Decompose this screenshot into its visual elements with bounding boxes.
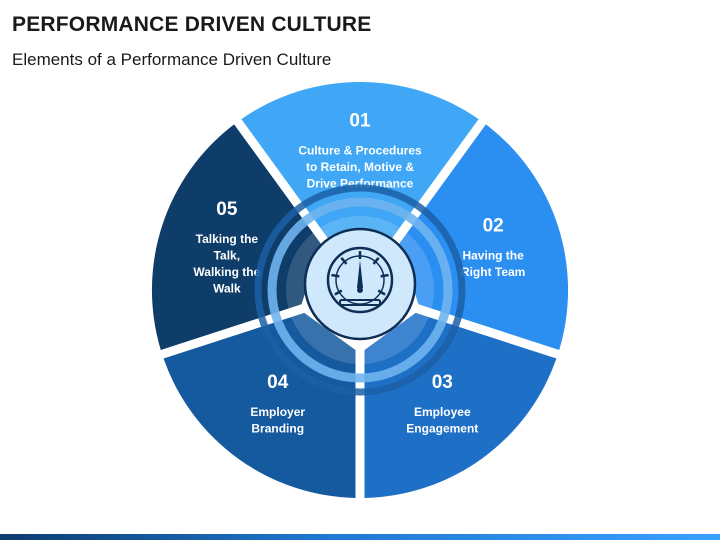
segment-01 [241,81,479,239]
segment-text-line: Right Team [461,265,525,279]
segment-text-line: Engagement [406,422,478,436]
center-hub [303,227,417,341]
segment-text-line: Employee [414,405,471,419]
segment-number: 04 [267,372,289,393]
segment-05 [151,124,322,350]
segment-text-line: Drive Performance [307,177,414,191]
page-title: PERFORMANCE DRIVEN CULTURE [12,13,372,36]
segment-text-line: Culture & Procedures [298,144,422,158]
segment-text-line: Walking the [193,265,260,279]
segment-number: 03 [432,372,453,393]
speedometer-gauge-icon [326,246,394,314]
segment-text-line: to Retain, Motive & [306,160,414,174]
segment-text-line: Talking the [196,232,259,246]
segment-number: 02 [483,215,504,236]
inner-ring-dark [254,184,466,396]
inner-ring-light [267,197,453,383]
segment-text-line: Walk [213,281,241,295]
footer-bar [0,534,720,540]
segment-number: 01 [349,111,371,132]
page-subtitle: Elements of a Performance Driven Culture [12,50,332,69]
segment-text-line: Employer [250,405,305,419]
segment-text-line: Talk, [214,248,240,262]
segment-number: 05 [216,199,238,220]
segment-text-line: Branding [251,422,304,436]
segment-02 [398,124,569,350]
segment-text-line: Having the [462,248,524,262]
